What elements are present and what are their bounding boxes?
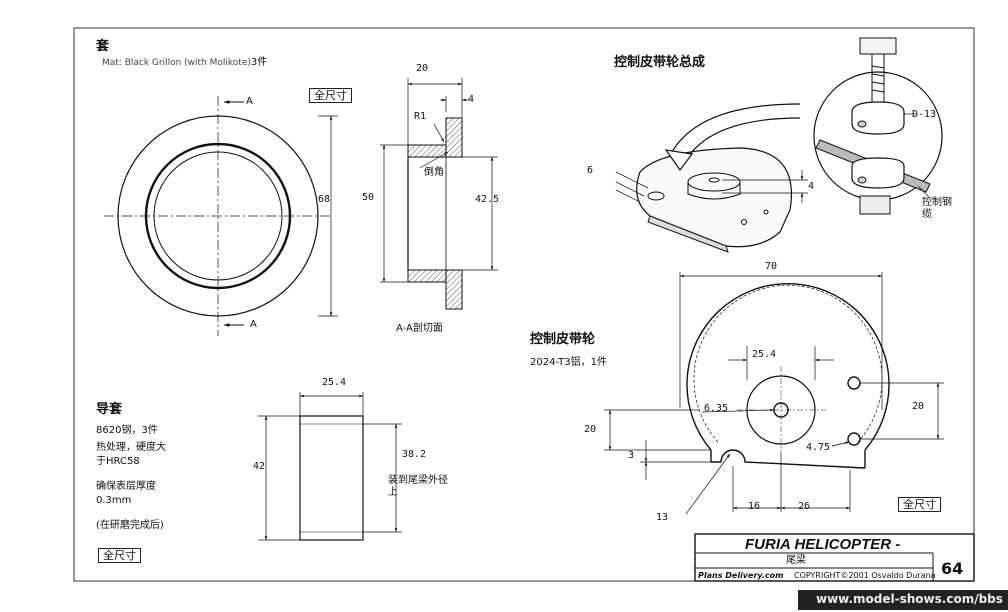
pulley-dim-right-height: 20	[912, 401, 925, 412]
section-mark-bottom: A	[250, 319, 257, 330]
sleeve-qty: 3件	[250, 57, 268, 68]
assembly-title: 控制皮带轮总成	[614, 55, 706, 70]
page-number: 64	[941, 559, 964, 578]
copyright: COPYRIGHT©2001 Osvaldo Durana	[794, 571, 936, 580]
pulley-material: 2024-T3铝，1件	[530, 357, 607, 368]
title-block	[694, 533, 975, 582]
sleeve-dim-od: 68	[318, 194, 331, 205]
pulley-dim-bore: 6.35	[704, 403, 729, 414]
sleeve-dim-bore: 42.5	[475, 194, 500, 205]
section-mark-top: A	[246, 96, 253, 107]
pulley-dim-bottom-right: 26	[798, 501, 811, 512]
bushing-line-2: 热处理，硬度大	[96, 442, 166, 453]
bushing-view	[258, 392, 402, 541]
bushing-scale-badge: 全尺寸	[98, 548, 141, 563]
pulley-dim-width: 70	[765, 261, 778, 272]
assembly-dim-right: 4	[808, 181, 815, 192]
pulley-dim-left-height: 20	[584, 424, 597, 435]
part-name: 尾梁	[786, 555, 806, 566]
bushing-dim-id: 38.2	[402, 449, 427, 460]
sleeve-dim-radius: R1	[414, 111, 427, 122]
bushing-dim-width: 25.4	[322, 377, 347, 388]
sleeve-dim-id: 50	[362, 192, 375, 203]
assembly-part-callout: D-13	[912, 109, 937, 120]
bushing-line-1: 8620钢，3件	[96, 425, 158, 436]
bushing-line-4: 确保表层厚度	[96, 481, 156, 492]
assembly-sketch	[615, 37, 943, 253]
sleeve-section-label: A-A剖切面	[396, 323, 443, 334]
assembly-dim-left: 6	[587, 165, 594, 176]
bushing-dim-od: 42	[253, 461, 266, 472]
bushing-line-3: 于HRC58	[96, 456, 140, 467]
pulley-dim-bottom-left: 16	[748, 501, 761, 512]
sleeve-front-view	[104, 96, 338, 336]
bushing-line-5: 0.3mm	[96, 495, 132, 506]
pulley-view	[604, 272, 944, 515]
sleeve-section-view	[380, 78, 498, 310]
sleeve-title: 套	[96, 39, 110, 54]
sleeve-chamfer-note: 倒角	[424, 167, 444, 178]
pulley-scale-badge: 全尺寸	[898, 497, 941, 512]
publisher: Plans Delivery.com	[698, 571, 784, 580]
sleeve-scale-badge: 全尺寸	[309, 88, 352, 103]
bushing-mount-note-2: 上	[388, 487, 398, 498]
pulley-title: 控制皮带轮	[530, 332, 596, 347]
bushing-mount-note-1: 装到尾梁外径	[388, 475, 448, 486]
sleeve-material-text: Mat: Black Grillon (with Molikote)	[102, 58, 251, 68]
assembly-cable-callout-1: 控制钢	[922, 197, 952, 208]
sleeve-dim-flange-thickness: 4	[468, 94, 475, 105]
sleeve-material: Mat: Black Grillon (with Molikote)3件	[102, 58, 267, 68]
sleeve-dim-flange-width: 20	[416, 63, 429, 74]
pulley-dim-slot: 3	[628, 450, 635, 461]
project-title: FURIA HELICOPTER -	[745, 536, 901, 553]
bushing-title: 导套	[96, 402, 123, 417]
pulley-dim-hub: 25.4	[752, 349, 777, 360]
assembly-cable-callout-2: 缆	[922, 209, 932, 220]
sheet-border	[73, 27, 975, 582]
pulley-dim-slot-radius: 13	[656, 512, 669, 523]
watermark: www.model-shows.com/bbs	[798, 590, 1008, 610]
bushing-line-6: (在研磨完成后)	[96, 520, 164, 531]
pulley-dim-holes: 4.75	[806, 442, 831, 453]
